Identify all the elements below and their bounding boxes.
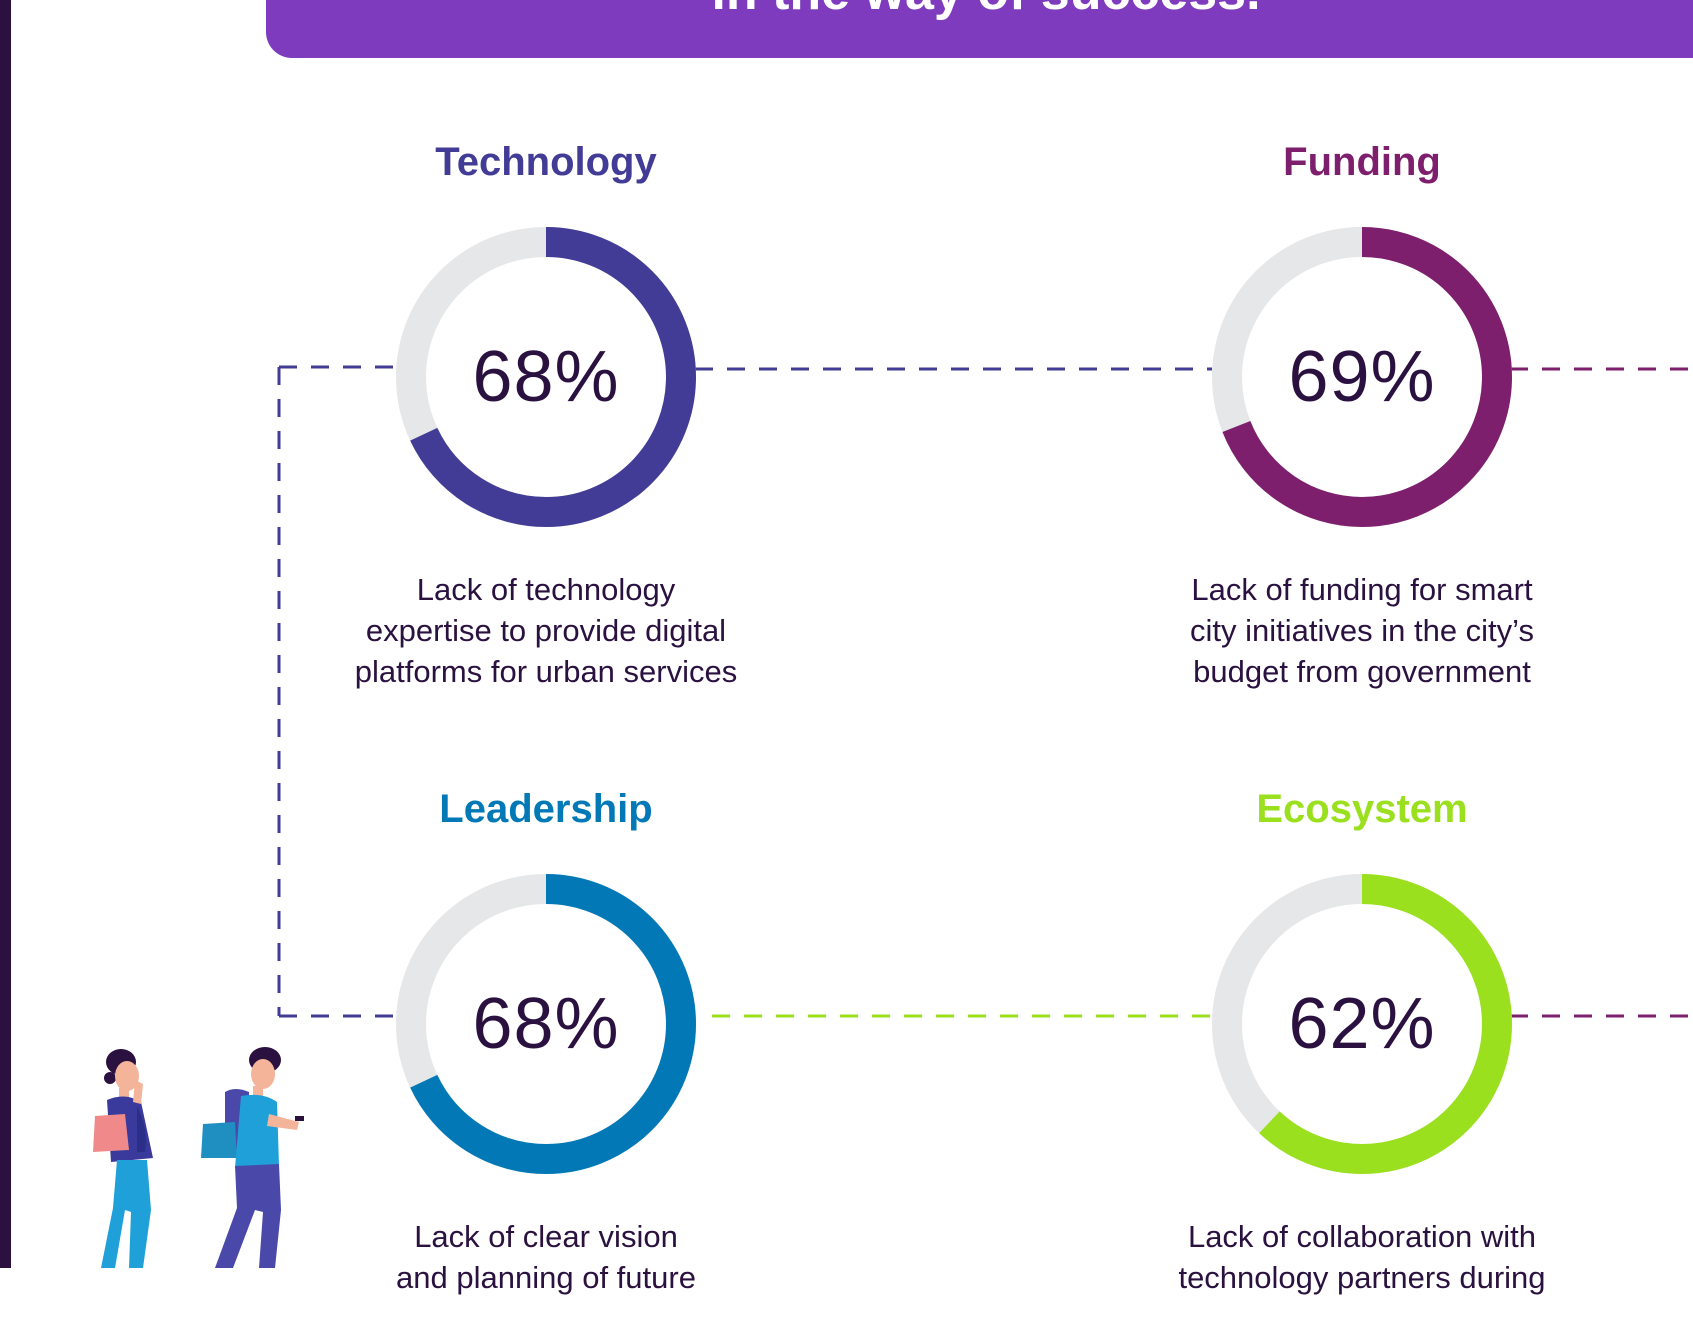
description-line: budget from government [1193,654,1531,689]
card-leadership: Leadership 68% Lack of clear vision and … [311,784,781,1340]
description-line: Lack of funding for smart [1191,572,1533,607]
description-line: Lack of clear vision [414,1219,678,1254]
percentage-value: 62% [1288,984,1436,1064]
card-description: Lack of funding for smart city initiativ… [1127,569,1597,693]
connector-lines [277,365,1693,1018]
description-line: Lack of collaboration with [1187,1219,1537,1254]
card-description: Lack of technology expertise to provide … [311,569,781,693]
donut-arc-ecosystem [1212,874,1512,1174]
card-description: Lack of clear vision and planning of fut… [311,1216,781,1340]
donut-leadership: 68% [396,874,696,1174]
percentage-value: 68% [472,337,620,417]
card-title: Ecosystem [1256,787,1468,831]
card-ecosystem: Ecosystem 62% Lack of collaboration with… [1127,784,1597,1340]
left-edge-bar [0,0,11,1268]
donut-funding: 69% [1212,227,1512,527]
donut-arc-technology [396,227,696,527]
donut-svg [396,874,696,1174]
description-line: and planning of future [396,1260,696,1295]
description-line: city initiatives in the city’s [1190,613,1534,648]
card-funding: Funding 69% Lack of funding for smart ci… [1127,137,1597,693]
card-title: Technology [435,140,657,184]
description-line: Lack of technology [416,572,676,607]
card-title: Funding [1283,140,1441,184]
donut-svg [1212,227,1512,527]
header-banner: in the way of success. [266,0,1693,58]
donut-svg [1212,874,1512,1174]
card-title: Leadership [439,787,653,831]
banner-title: in the way of success. [266,0,1693,22]
donut-arc-funding [1212,227,1512,527]
description-line: technology partners during [1178,1260,1546,1295]
description-line: platforms for urban services [354,654,738,689]
donut-arc-leadership [396,874,696,1174]
donut-ecosystem: 62% [1212,874,1512,1174]
percentage-value: 68% [472,984,620,1064]
card-technology: Technology 68% Lack of technology expert… [311,137,781,693]
donut-svg [396,227,696,527]
donut-technology: 68% [396,227,696,527]
description-line: expertise to provide digital [365,613,727,648]
woman-figure [93,1049,153,1268]
card-description: Lack of collaboration with technology pa… [1127,1216,1597,1340]
percentage-value: 69% [1288,337,1436,417]
man-figure [201,1047,304,1268]
people-walking-illustration [93,1047,304,1268]
